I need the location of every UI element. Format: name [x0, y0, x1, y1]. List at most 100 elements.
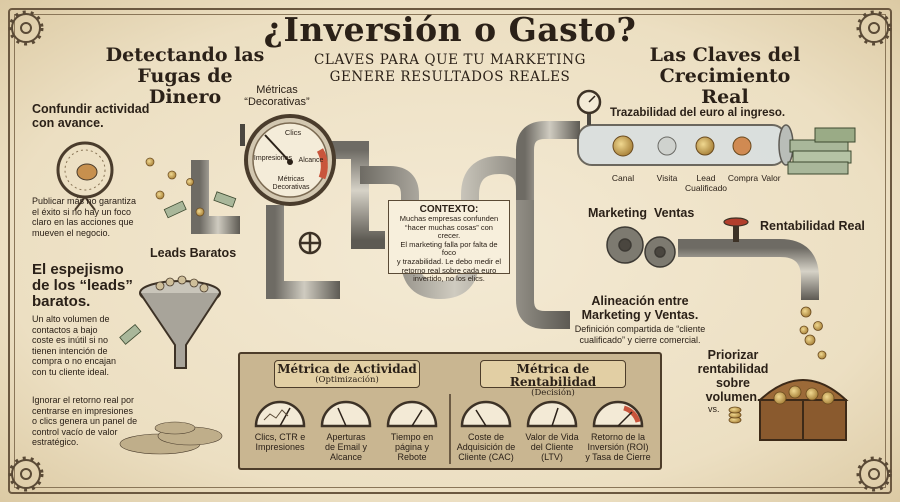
text-line: Coste de — [467, 432, 505, 442]
text-line: Retorno de la — [590, 432, 646, 442]
metrics-gauge-icon — [244, 114, 336, 206]
text-line: Priorizar — [707, 348, 759, 362]
gauge-label-activity-3: Tiempo en página y Rebote — [377, 432, 447, 462]
gauge-label-profit-2: Valor de Vida del Cliente (LTV) — [517, 432, 587, 462]
text-line: rentabilidad — [697, 362, 769, 376]
stage-lead: Lead Cualificado — [684, 173, 728, 193]
gauges — [254, 394, 644, 464]
decorative-metrics-label: Métricas “Decorativas” — [232, 84, 322, 108]
text-line: Confundir actividad — [32, 102, 150, 116]
header-line: Detectando las — [105, 44, 265, 66]
activity-plaque: Métrica de Actividad (Optimización) — [274, 360, 420, 388]
outer-frame — [8, 8, 892, 494]
subtitle-line: GENERE RESULTADOS REALES — [329, 69, 571, 85]
text-line: Alineación entre — [591, 294, 689, 308]
gauge-label-activity-1: Clics, CTR e Impresiones — [245, 432, 315, 452]
left-section-header: Detectando las Fugas de Dinero — [105, 45, 265, 108]
text-line: Marketing y Ventas. — [581, 308, 699, 322]
valve-icon — [298, 231, 322, 255]
marketing-label: Marketing — [588, 206, 648, 220]
dial-center-label: Métricas Decorativas — [264, 176, 318, 192]
coin-icon — [612, 135, 752, 157]
text-line: “Decorativas” — [244, 96, 310, 108]
dial-label-alcance: Alcance — [298, 157, 324, 164]
espejismo-title: El espejismo de los “leads” baratos. — [32, 262, 142, 310]
gauge-label-activity-2: Aperturas de Email y Alcance — [311, 432, 381, 462]
profit-plaque: Métrica de Rentabilidad (Decisión) — [480, 360, 626, 398]
context-line: Muchas empresas confunden — [399, 214, 499, 223]
stage-compra: Compra — [727, 173, 759, 183]
espejismo-desc: Un alto volumen de contactos a bajo cost… — [32, 314, 138, 377]
text-line: Métricas — [277, 176, 305, 183]
text-line: Clics, CTR e — [254, 432, 306, 442]
priorizar-title: Priorizar rentabilidad sobre volumen. — [688, 348, 778, 404]
context-line: retorno real sobre cada euro — [401, 265, 497, 275]
activity-subtitle: (Optimización) — [315, 375, 379, 385]
text-line: control vacío de valor — [32, 426, 118, 437]
dial-label-impresiones: Impresiones — [253, 155, 293, 162]
text-line: baratos. — [32, 293, 91, 310]
text-line: contactos a bajo — [32, 324, 98, 335]
gear-icon — [11, 13, 889, 489]
hamster-wheel-icon — [56, 141, 114, 211]
gauge-profit-1 — [460, 400, 512, 428]
profit-subtitle: (Decisión) — [531, 388, 575, 398]
context-line: y trazabilidad. Le debo medir el — [396, 256, 502, 266]
text-line: página y — [394, 442, 430, 452]
text-line: Valor de Vida — [525, 432, 579, 442]
alineacion-desc: Definición compartida de “cliente cualif… — [570, 324, 710, 345]
page-subtitle: CLAVES PARA QUE TU MARKETING GENERE RESU… — [290, 52, 610, 86]
header-line: Crecimiento Real — [659, 65, 791, 108]
gauge-activity-3 — [386, 400, 438, 428]
text-line: Rebote — [397, 452, 427, 462]
text-line: Lead — [696, 173, 716, 183]
confundir-title: Confundir actividad con avance. — [32, 102, 162, 130]
text-line: centrarse en impresiones — [32, 405, 134, 416]
text-line: estratégico. — [32, 437, 79, 447]
text-line: Cualificado — [684, 182, 728, 193]
text-line: Ignorar el retorno real por — [32, 395, 135, 405]
text-line: El espejismo — [32, 261, 124, 278]
text-line: Definición compartida de “cliente — [574, 324, 706, 334]
text-line: tienen intención de — [32, 345, 108, 356]
header-line: Las Claves del — [649, 44, 801, 66]
stage-valor: Valor — [761, 173, 781, 183]
text-line: Cliente (CAC) — [458, 452, 514, 462]
leads-baratos-label: Leads Baratos — [150, 246, 237, 260]
text-line: (LTV) — [541, 452, 563, 462]
gauge-label-profit-3: Retorno de la Inversión (ROI) y Tasa de … — [583, 432, 653, 462]
stage-visita: Visita — [656, 173, 678, 183]
text-line: Decorativas — [272, 184, 310, 191]
text-line: Inversión (ROI) — [587, 442, 649, 452]
text-line: coste es inútil si no — [32, 335, 109, 345]
dial-label-clics: Clics — [284, 128, 302, 137]
text-line: mueven el negocio. — [32, 227, 111, 238]
text-line: Publicar más no garantiza — [32, 196, 137, 206]
ventas-label: Ventas — [654, 206, 695, 220]
right-section-header: Las Claves del Crecimiento Real — [645, 45, 805, 108]
confundir-desc: Publicar más no garantiza el éxito si no… — [32, 196, 152, 238]
text-line: claro en las acciones que — [32, 217, 134, 227]
context-box: CONTEXTO: Muchas empresas confunden “hac… — [388, 200, 510, 283]
trazabilidad-label: Trazabilidad del euro al ingreso. — [610, 107, 786, 119]
text-line: con tu cliente ideal. — [32, 366, 110, 377]
text-line: Alcance — [329, 452, 363, 462]
metrics-panel: Métrica de Actividad (Optimización) Métr… — [238, 352, 662, 470]
context-line: El marketing falla por falta de foco — [400, 239, 498, 258]
text-line: Tiempo en — [390, 432, 434, 442]
gauge-activity-2 — [320, 400, 372, 428]
ignorar-desc: Ignorar el retorno real por centrarse en… — [32, 395, 157, 448]
page-title: ¿Inversión o Gasto? — [263, 10, 637, 49]
text-line: el éxito si no hay un foco — [32, 206, 132, 217]
text-line: de Email y — [324, 442, 368, 452]
text-line: cualificado” y cierre comercial. — [579, 334, 701, 345]
red-valve-icon — [723, 217, 749, 242]
text-line: de los “leads” — [32, 277, 133, 294]
text-line: Aperturas — [326, 432, 366, 442]
gauge-profit-2 — [526, 400, 578, 428]
profit-title: Métrica de Rentabilidad — [509, 362, 597, 389]
text-line: Impresiones — [255, 442, 305, 452]
text-line: o clics genera un panel de — [32, 416, 138, 426]
gears-icon — [606, 226, 676, 268]
